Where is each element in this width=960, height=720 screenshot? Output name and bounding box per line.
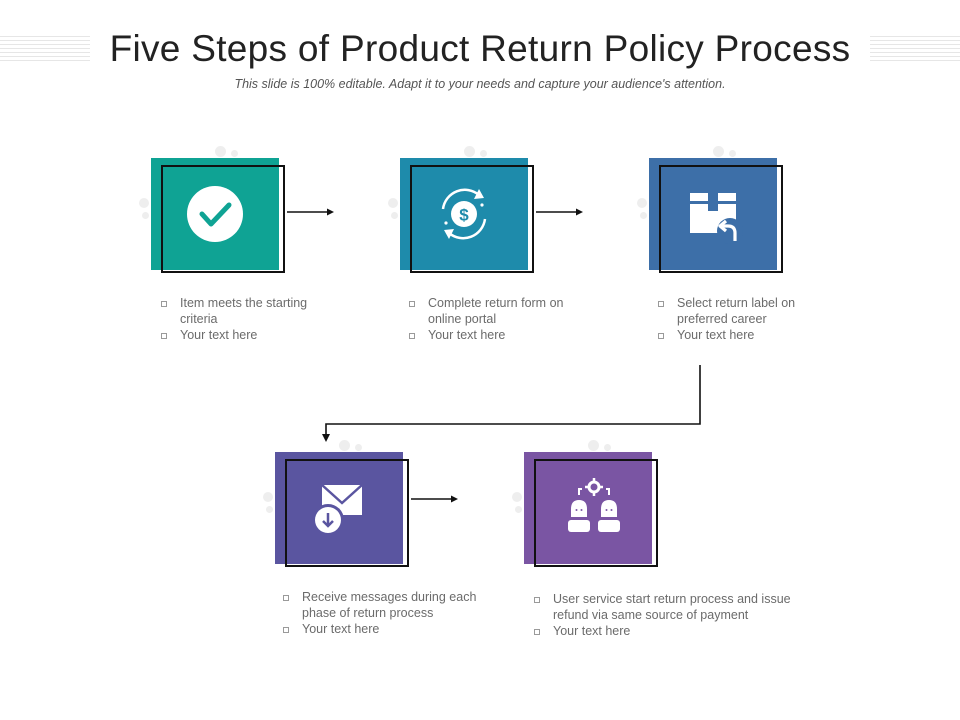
step-2-description: Complete return form on online portal Yo… <box>408 295 568 343</box>
step-3-description: Select return label on preferred career … <box>657 295 817 343</box>
step-5-description: User service start return process and is… <box>533 591 823 639</box>
arrow-step4-to-step5 <box>411 495 458 503</box>
bullet-square-icon <box>161 333 167 339</box>
dollar-refresh-icon: $ <box>441 188 487 240</box>
bullet-item: Your text here <box>408 327 568 343</box>
step-1-outline <box>161 165 285 273</box>
slide-subtitle: This slide is 100% editable. Adapt it to… <box>234 77 726 91</box>
step-2: $ <box>388 146 540 283</box>
arrow-step2-to-step3 <box>536 208 583 216</box>
svg-text:$: $ <box>459 206 469 225</box>
step-5 <box>512 440 664 577</box>
bullet-square-icon <box>283 595 289 601</box>
checkmark-circle-icon <box>187 186 243 242</box>
bullet-square-icon <box>658 301 664 307</box>
arrow-step1-to-step2 <box>287 208 334 216</box>
bullet-item: Your text here <box>160 327 310 343</box>
step-3-outline <box>659 165 783 273</box>
box-return-icon <box>690 193 743 244</box>
bullet-item: User service start return process and is… <box>533 591 823 623</box>
bullet-item: Your text here <box>533 623 823 639</box>
step-5-square <box>524 452 652 564</box>
bullet-item: Your text here <box>657 327 817 343</box>
step-1-description: Item meets the starting criteria Your te… <box>160 295 310 343</box>
step-4 <box>263 440 415 577</box>
step-4-description: Receive messages during each phase of re… <box>282 589 502 637</box>
bullet-square-icon <box>283 627 289 633</box>
step-2-outline <box>410 165 534 273</box>
bullet-item: Receive messages during each phase of re… <box>282 589 502 621</box>
bullet-item: Your text here <box>282 621 502 637</box>
bullet-square-icon <box>161 301 167 307</box>
step-5-outline <box>534 459 658 567</box>
step-4-outline <box>285 459 409 567</box>
step-3 <box>637 146 789 283</box>
bullet-square-icon <box>534 629 540 635</box>
mail-download-icon <box>312 484 363 536</box>
bullet-square-icon <box>658 333 664 339</box>
bullet-square-icon <box>409 301 415 307</box>
bullet-item: Select return label on preferred career <box>657 295 817 327</box>
decorative-lines-left <box>0 36 90 62</box>
bullet-square-icon <box>534 597 540 603</box>
decorative-lines-right <box>870 36 960 62</box>
bullet-item: Item meets the starting criteria <box>160 295 310 327</box>
step-1 <box>139 146 291 283</box>
users-gear-icon <box>568 478 620 532</box>
slide-title: Five Steps of Product Return Policy Proc… <box>109 28 851 69</box>
bullet-square-icon <box>409 333 415 339</box>
bullet-item: Complete return form on online portal <box>408 295 568 327</box>
